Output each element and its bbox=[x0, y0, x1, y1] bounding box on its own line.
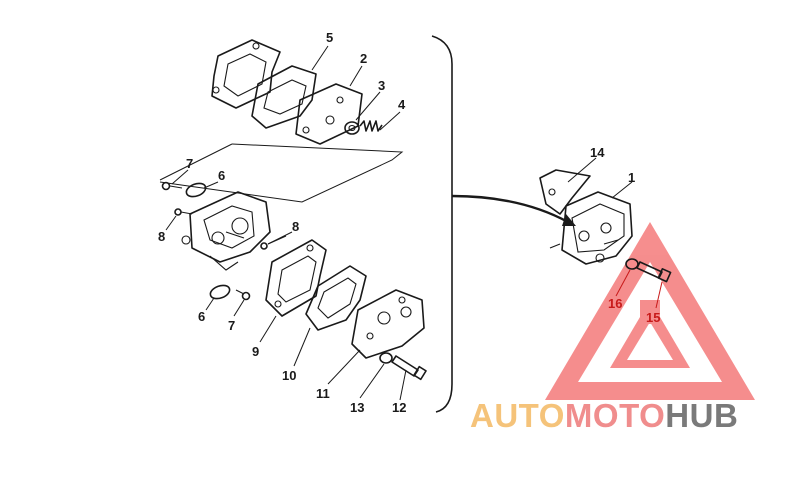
part-6-valve-bottom bbox=[209, 284, 231, 300]
assembly-arrow-leader bbox=[451, 194, 569, 224]
watermark-part-hub: HUB bbox=[665, 397, 739, 434]
pump-body-exploded bbox=[181, 191, 271, 271]
callout-14: 14 bbox=[590, 145, 605, 160]
dashed-guide-lines bbox=[159, 143, 404, 203]
callout-1: 1 bbox=[628, 170, 635, 185]
callout-4: 4 bbox=[398, 97, 406, 112]
callout-3: 3 bbox=[378, 78, 385, 93]
leader-lines-red bbox=[615, 269, 663, 309]
part-4-spring bbox=[359, 120, 383, 132]
callout-10: 10 bbox=[282, 368, 296, 383]
callout-5: 5 bbox=[326, 30, 333, 45]
leader-lines bbox=[165, 45, 633, 401]
callout-8-left: 8 bbox=[158, 229, 165, 244]
callout-15: 15 bbox=[646, 310, 660, 325]
callout-12: 12 bbox=[392, 400, 406, 415]
callout-6-top: 6 bbox=[218, 168, 225, 183]
part-11-lower-cover bbox=[351, 289, 425, 359]
watermark-part-moto: MOTO bbox=[564, 397, 666, 434]
part-diaphragm bbox=[251, 65, 317, 129]
part-9-gasket bbox=[265, 239, 327, 317]
part-14-bracket bbox=[539, 169, 591, 215]
part-13-washer bbox=[379, 352, 393, 364]
part-1-assembled-pump bbox=[549, 191, 633, 265]
callout-13: 13 bbox=[350, 400, 364, 415]
callout-8-right: 8 bbox=[292, 219, 299, 234]
grouping-bracket bbox=[431, 35, 453, 413]
part-6-valve-top bbox=[185, 182, 207, 198]
callout-2: 2 bbox=[360, 51, 367, 66]
part-16-washer bbox=[625, 258, 639, 270]
watermark-part-auto: AUTO bbox=[470, 397, 565, 434]
part-5-gasket bbox=[211, 39, 281, 109]
callout-7-top: 7 bbox=[186, 156, 193, 171]
part-7-screw-top bbox=[161, 181, 183, 191]
watermark-wordmark: AUTOMOTOHUB bbox=[470, 396, 800, 436]
part-8-screw-left bbox=[174, 208, 193, 216]
watermark-triangle-logo bbox=[545, 222, 755, 400]
part-7-screw-bottom bbox=[235, 289, 251, 301]
part-10-diaphragm bbox=[305, 265, 367, 331]
callout-16: 16 bbox=[608, 296, 622, 311]
callout-7-bottom: 7 bbox=[228, 318, 235, 333]
part-3-washer bbox=[344, 121, 360, 135]
part-15-bolt bbox=[636, 261, 672, 283]
callout-9: 9 bbox=[252, 344, 259, 359]
part-12-screw bbox=[391, 355, 427, 381]
callout-11: 11 bbox=[316, 386, 330, 401]
part-2-cover-plate bbox=[295, 83, 363, 145]
callout-6-bottom: 6 bbox=[198, 309, 205, 324]
